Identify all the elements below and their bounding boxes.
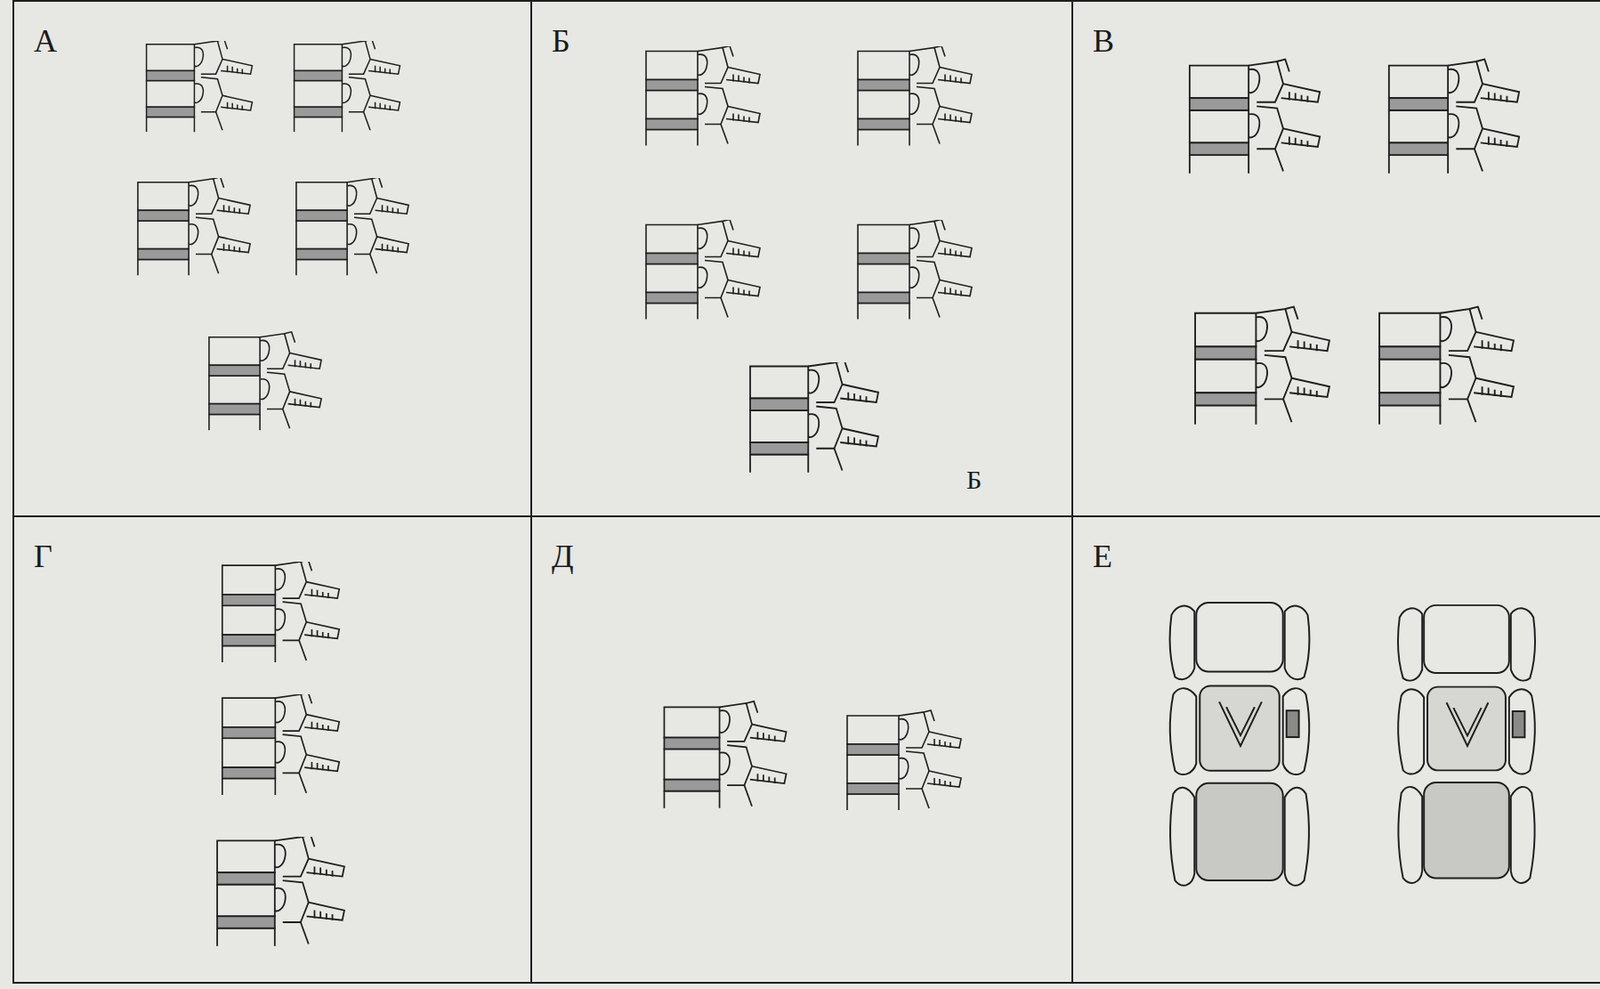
figure-panel: А <box>12 0 533 518</box>
figure-panel: Б <box>530 0 1074 518</box>
panel-letter: В <box>1092 24 1115 57</box>
figure-panel: Г <box>12 515 533 984</box>
panel-letter: А <box>33 24 57 57</box>
figure-panel: Е <box>1071 515 1600 984</box>
panel-letter: Д <box>551 540 574 573</box>
figure-panel: В <box>1071 0 1600 518</box>
figure-panel: Д <box>530 515 1074 984</box>
panel-letter: Б <box>551 24 571 57</box>
sub-label: Б <box>966 466 982 493</box>
panel-letter: Е <box>1092 540 1113 573</box>
panel-letter: Г <box>33 540 53 573</box>
